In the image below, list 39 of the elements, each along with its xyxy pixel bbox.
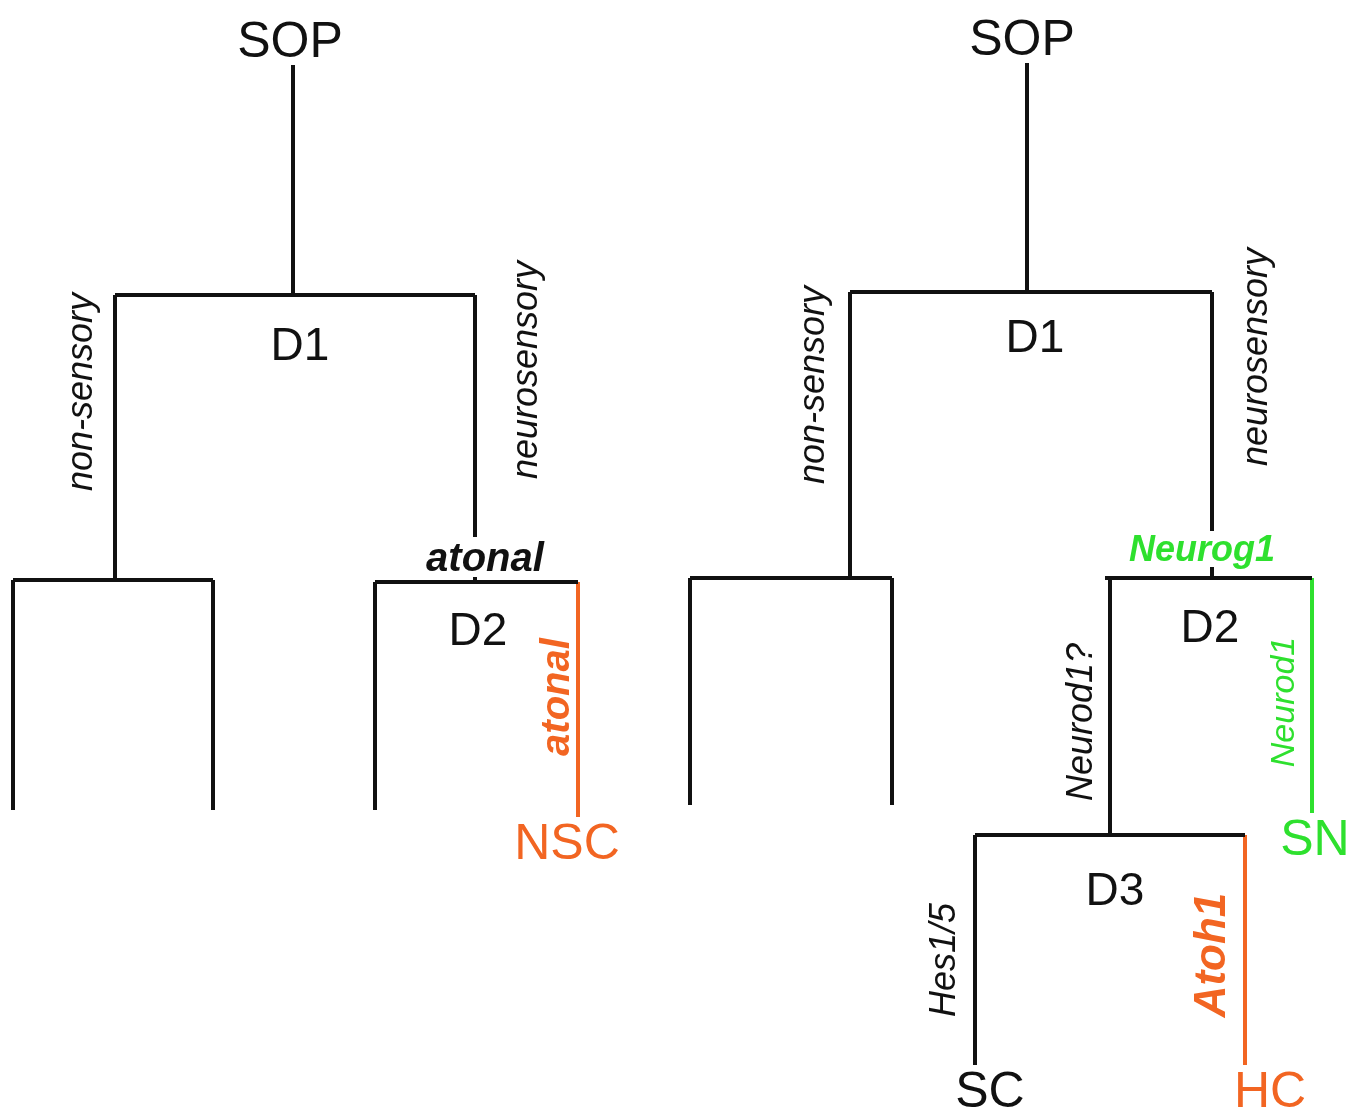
edge-label: Neurod1: [1265, 636, 1299, 768]
division-label: D1: [270, 321, 330, 367]
edge-label: Neurod1?: [1062, 642, 1098, 802]
edge-label: Hes1/5: [925, 902, 961, 1018]
division-bar: [690, 576, 892, 580]
edge-label: neurosensory: [1237, 247, 1273, 467]
cell-type-label: NSC: [514, 817, 620, 867]
lineage-line: [1243, 835, 1247, 1065]
lineage-line: [890, 578, 894, 805]
lineage-line: [291, 65, 295, 295]
lineage-line: [113, 295, 117, 580]
cell-type-label: HC: [1233, 1065, 1307, 1115]
cell-type-label: SOP: [969, 13, 1075, 63]
cell-type-label: SOP: [237, 15, 343, 65]
edge-label: Atoh1: [1188, 892, 1232, 1018]
division-label: D2: [448, 606, 508, 652]
division-label: D2: [1180, 603, 1240, 649]
edge-label: non-sensory: [794, 285, 830, 485]
lineage-line: [576, 582, 580, 817]
lineage-line: [373, 582, 377, 810]
division-bar: [13, 578, 213, 582]
edge-label: non-sensory: [62, 292, 98, 492]
lineage-line: [11, 580, 15, 810]
lineage-line: [848, 292, 852, 578]
lineage-line: [688, 578, 692, 805]
cell-type-label: SN: [1280, 813, 1350, 863]
edge-label: neurosensory: [507, 260, 543, 480]
lineage-line: [1210, 292, 1214, 578]
lineage-line: [973, 835, 977, 1065]
lineage-line: [1025, 63, 1029, 292]
gene-label: Neurog1: [1127, 531, 1277, 567]
lineage-line: [1310, 578, 1314, 813]
gene-label: atonal: [424, 537, 546, 577]
division-label: D3: [1085, 866, 1145, 912]
edge-label: atonal: [535, 638, 575, 756]
lineage-line: [1108, 578, 1112, 835]
lineage-line: [211, 580, 215, 810]
cell-type-label: SC: [955, 1065, 1025, 1115]
division-label: D1: [1005, 313, 1065, 359]
